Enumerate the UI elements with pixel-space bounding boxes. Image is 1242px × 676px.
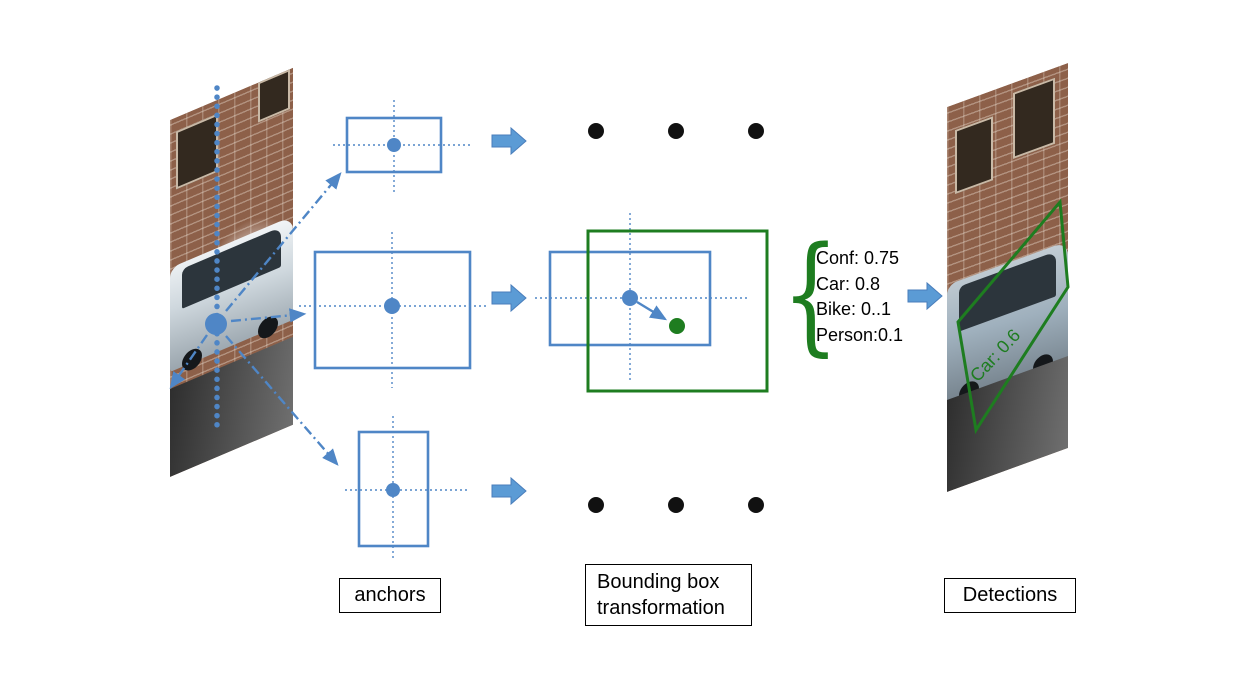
offset-arrow bbox=[636, 300, 668, 321]
anchor-box bbox=[313, 250, 472, 370]
flow-arrow-icon bbox=[491, 283, 527, 313]
ellipsis-dot bbox=[668, 497, 684, 513]
anchor-center-dot bbox=[622, 290, 638, 306]
ellipsis-dots bbox=[588, 123, 764, 513]
ellipsis-dot bbox=[668, 123, 684, 139]
predicted-box bbox=[586, 229, 769, 393]
anchor-center-dot bbox=[386, 483, 400, 497]
anchor-box bbox=[357, 430, 430, 548]
transformation-label-text: Bounding box transformation bbox=[597, 571, 725, 619]
predicted-center-dot bbox=[669, 318, 685, 334]
score-conf: Conf: 0.75 bbox=[816, 248, 900, 268]
anchors-label: anchors bbox=[339, 578, 441, 613]
prediction-scores: Conf: 0.75 Car: 0.8 Bike: 0..1 Person:0.… bbox=[816, 246, 903, 348]
detections-label: Detections bbox=[944, 578, 1076, 613]
anchor-box bbox=[345, 116, 443, 174]
input-image bbox=[170, 67, 293, 477]
anchor-top bbox=[333, 100, 470, 192]
anchor-center-dot bbox=[387, 138, 401, 152]
ellipsis-dot bbox=[748, 123, 764, 139]
ellipsis-dot bbox=[588, 497, 604, 513]
ellipsis-dot bbox=[748, 497, 764, 513]
anchor-center-dot bbox=[384, 298, 400, 314]
flow-arrow-icon bbox=[491, 126, 527, 156]
anchor-box bbox=[548, 250, 712, 347]
flow-arrow-icon bbox=[491, 476, 527, 506]
transformation-label: Bounding box transformation bbox=[585, 564, 752, 626]
ellipsis-dot bbox=[588, 123, 604, 139]
flow-arrow-icon bbox=[907, 281, 943, 311]
detection-image bbox=[947, 62, 1068, 493]
curly-brace: { bbox=[782, 220, 840, 369]
bbox-transformation bbox=[535, 213, 769, 393]
score-car: Car: 0.8 bbox=[816, 273, 881, 294]
score-person: Person:0.1 bbox=[816, 324, 904, 345]
anchor-middle bbox=[299, 232, 487, 388]
anchor-bottom bbox=[345, 416, 470, 560]
score-bike: Bike: 0..1 bbox=[816, 299, 892, 319]
